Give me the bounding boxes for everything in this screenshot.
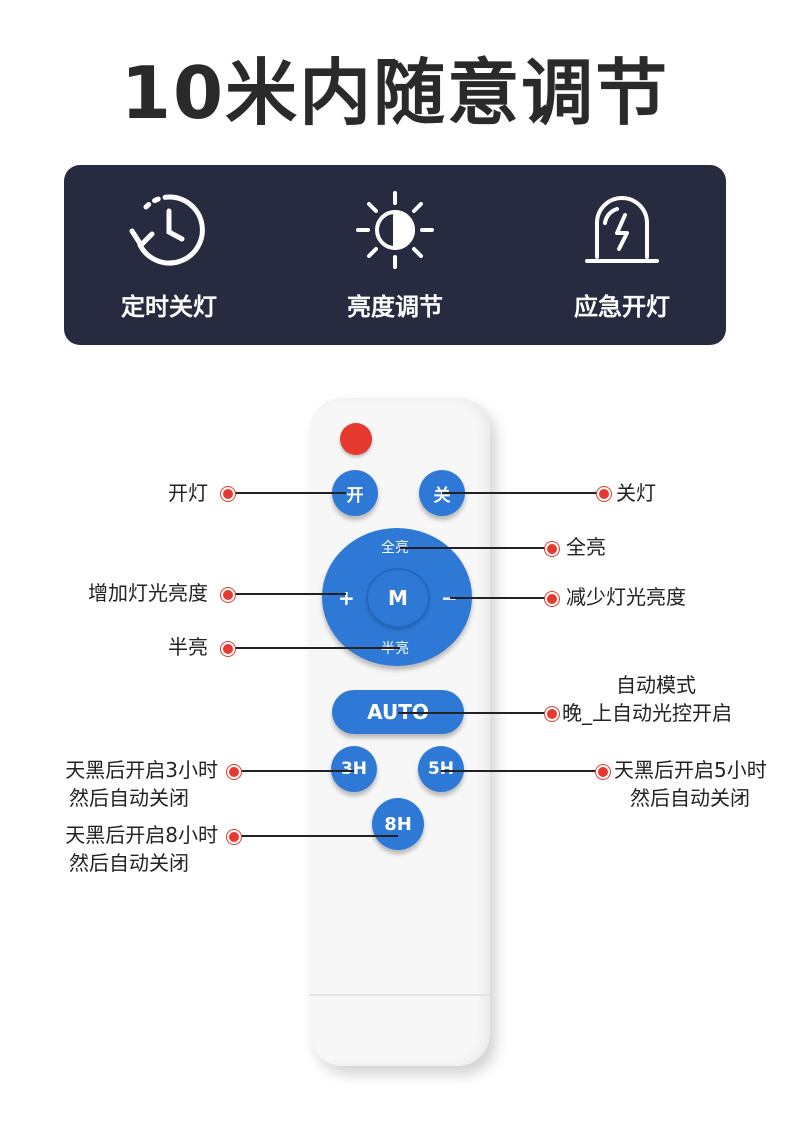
callout-decrease: 减少灯光亮度 xyxy=(566,585,686,609)
callout-dot xyxy=(545,542,559,556)
callout-dot xyxy=(221,588,235,602)
callout-dot xyxy=(545,707,559,721)
feature-label: 应急开灯 xyxy=(574,293,670,321)
callout-line xyxy=(226,492,346,494)
indicator-light xyxy=(340,423,372,455)
feature-label: 定时关灯 xyxy=(121,293,217,321)
increase-button[interactable]: + xyxy=(338,586,355,610)
callout-5h-line2: 然后自动关闭 xyxy=(630,786,750,810)
callout-dot xyxy=(221,642,235,656)
mode-button[interactable]: M xyxy=(368,570,428,626)
feature-label: 亮度调节 xyxy=(347,293,443,321)
feature-timer: 定时关灯 xyxy=(79,185,259,322)
callout-line xyxy=(450,597,550,599)
feature-brightness: 亮度调节 xyxy=(305,185,485,322)
callout-line xyxy=(441,770,601,772)
feature-emergency: 应急开灯 xyxy=(532,185,712,322)
decrease-button[interactable]: − xyxy=(441,586,458,610)
emergency-light-icon xyxy=(532,185,712,275)
callout-line xyxy=(400,547,550,549)
timer-clock-icon xyxy=(79,185,259,275)
callout-half: 半亮 xyxy=(168,635,208,659)
callout-auto-title: 自动模式 xyxy=(616,673,696,697)
callout-line xyxy=(226,593,346,595)
page-title: 10米内随意调节 xyxy=(120,51,670,135)
callout-8h-line2: 然后自动关闭 xyxy=(69,851,189,875)
timer-3h-button[interactable]: 3H xyxy=(331,746,377,792)
callout-line xyxy=(226,647,400,649)
callout-on: 开灯 xyxy=(168,481,208,505)
callout-line xyxy=(442,492,602,494)
callout-dot xyxy=(596,765,610,779)
callout-dot xyxy=(227,765,241,779)
callout-line xyxy=(398,712,550,714)
callout-full: 全亮 xyxy=(566,535,606,559)
callout-dot xyxy=(227,830,241,844)
callout-increase: 增加灯光亮度 xyxy=(88,581,208,605)
callout-auto-desc: 晚_上自动光控开启 xyxy=(562,701,732,725)
timer-5h-button[interactable]: 5H xyxy=(418,746,464,792)
callout-3h-line1: 天黑后开启3小时 xyxy=(65,758,218,782)
callout-dot xyxy=(597,487,611,501)
callout-5h-line1: 天黑后开启5小时 xyxy=(614,758,767,782)
callout-dot xyxy=(545,592,559,606)
feature-panel: 定时关灯 亮度调节 应急开灯 xyxy=(64,165,726,345)
callout-8h-line1: 天黑后开启8小时 xyxy=(65,823,218,847)
callout-off: 关灯 xyxy=(616,481,656,505)
callout-dot xyxy=(221,487,235,501)
brightness-sun-icon xyxy=(305,185,485,275)
callout-line xyxy=(232,835,398,837)
timer-8h-button[interactable]: 8H xyxy=(372,798,424,850)
callout-line xyxy=(232,770,354,772)
callout-3h-line2: 然后自动关闭 xyxy=(69,786,189,810)
full-bright-button[interactable]: 全亮 xyxy=(381,540,409,556)
half-bright-button[interactable]: 半亮 xyxy=(381,641,409,657)
remote-seam xyxy=(310,994,490,996)
